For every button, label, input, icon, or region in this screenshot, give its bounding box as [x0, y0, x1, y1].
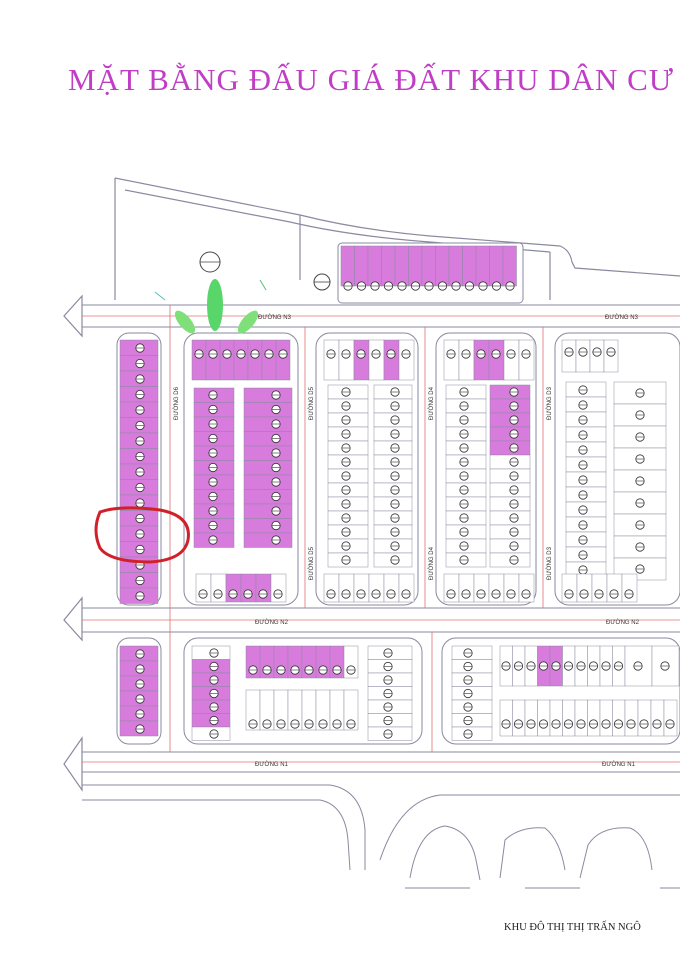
lot — [243, 460, 293, 476]
site-boundary — [114, 177, 680, 300]
lot — [587, 699, 601, 737]
lot — [394, 245, 409, 287]
lot — [243, 518, 293, 534]
lot — [398, 339, 415, 381]
lot — [443, 339, 460, 381]
lot — [421, 245, 436, 287]
lot — [261, 339, 277, 381]
lot — [537, 699, 551, 737]
lot — [499, 699, 513, 737]
lot — [574, 699, 588, 737]
lot — [243, 416, 293, 432]
road-label-n3-left: ĐƯỜNG N3 — [258, 314, 292, 321]
left-arrows — [63, 294, 83, 792]
lot — [323, 339, 340, 381]
road-label-d3-top: ĐƯỜNG D3 — [546, 386, 553, 420]
road-label-d4-bottom: ĐƯỜNG D4 — [428, 546, 435, 580]
road-centerlines — [82, 305, 680, 763]
lot — [338, 339, 355, 381]
lot — [191, 339, 207, 381]
lot — [502, 245, 517, 287]
lot — [408, 245, 423, 287]
road-label-d4-top: ĐƯỜNG D4 — [428, 386, 435, 420]
lot — [488, 339, 505, 381]
lot — [624, 699, 639, 737]
lot — [243, 503, 293, 519]
lot — [562, 699, 576, 737]
footer-caption: KHU ĐÔ THỊ THỊ TRẤN NGÔ — [504, 922, 641, 933]
lot — [637, 699, 652, 737]
road-label-n2-left: ĐƯỜNG N2 — [255, 619, 289, 626]
lot — [663, 699, 678, 737]
lot — [612, 699, 626, 737]
lot — [243, 431, 293, 447]
lot — [473, 339, 490, 381]
tree-icon — [154, 279, 267, 334]
lot — [462, 245, 477, 287]
lot — [243, 489, 293, 505]
lot — [383, 339, 400, 381]
lot — [458, 339, 475, 381]
lot — [367, 245, 382, 287]
lot — [243, 532, 293, 548]
highlight-circle — [94, 506, 190, 564]
road-label-n1-left: ĐƯỜNG N1 — [255, 761, 289, 768]
compass-marker-icon — [199, 251, 331, 291]
lot — [205, 339, 221, 381]
lot — [340, 245, 355, 287]
road-label-n2-right: ĐƯỜNG N2 — [606, 619, 640, 626]
lot — [518, 339, 535, 381]
lot — [503, 339, 520, 381]
lot — [243, 402, 293, 418]
lot — [650, 699, 665, 737]
lot — [219, 339, 235, 381]
lot — [489, 245, 504, 287]
lot — [381, 245, 396, 287]
lot — [343, 689, 359, 731]
lot — [243, 387, 293, 403]
lower-roads — [82, 784, 680, 889]
lot — [353, 339, 370, 381]
page-title: MẶT BẰNG ĐẤU GIÁ ĐẤT KHU DÂN CƯ — [68, 62, 674, 97]
lot — [549, 699, 563, 737]
lot — [247, 339, 263, 381]
lot — [233, 339, 249, 381]
lot — [475, 245, 490, 287]
lots-layer — [119, 245, 680, 741]
lot — [243, 474, 293, 490]
lot — [512, 699, 526, 737]
lot — [435, 245, 450, 287]
lot — [368, 339, 385, 381]
lot — [524, 699, 538, 737]
road-label-d5-bottom: ĐƯỜNG D5 — [308, 546, 315, 580]
road-label-d5-top: ĐƯỜNG D5 — [308, 386, 315, 420]
lot — [243, 445, 293, 461]
roads — [82, 304, 680, 773]
lot — [275, 339, 291, 381]
road-label-d6: ĐƯỜNG D6 — [173, 386, 180, 420]
lot — [354, 245, 369, 287]
lot — [599, 699, 613, 737]
road-label-n1-right: ĐƯỜNG N1 — [602, 761, 636, 768]
lot — [448, 245, 463, 287]
road-label-d3-bottom: ĐƯỜNG D3 — [546, 546, 553, 580]
road-label-n3-right: ĐƯỜNG N3 — [605, 314, 639, 321]
